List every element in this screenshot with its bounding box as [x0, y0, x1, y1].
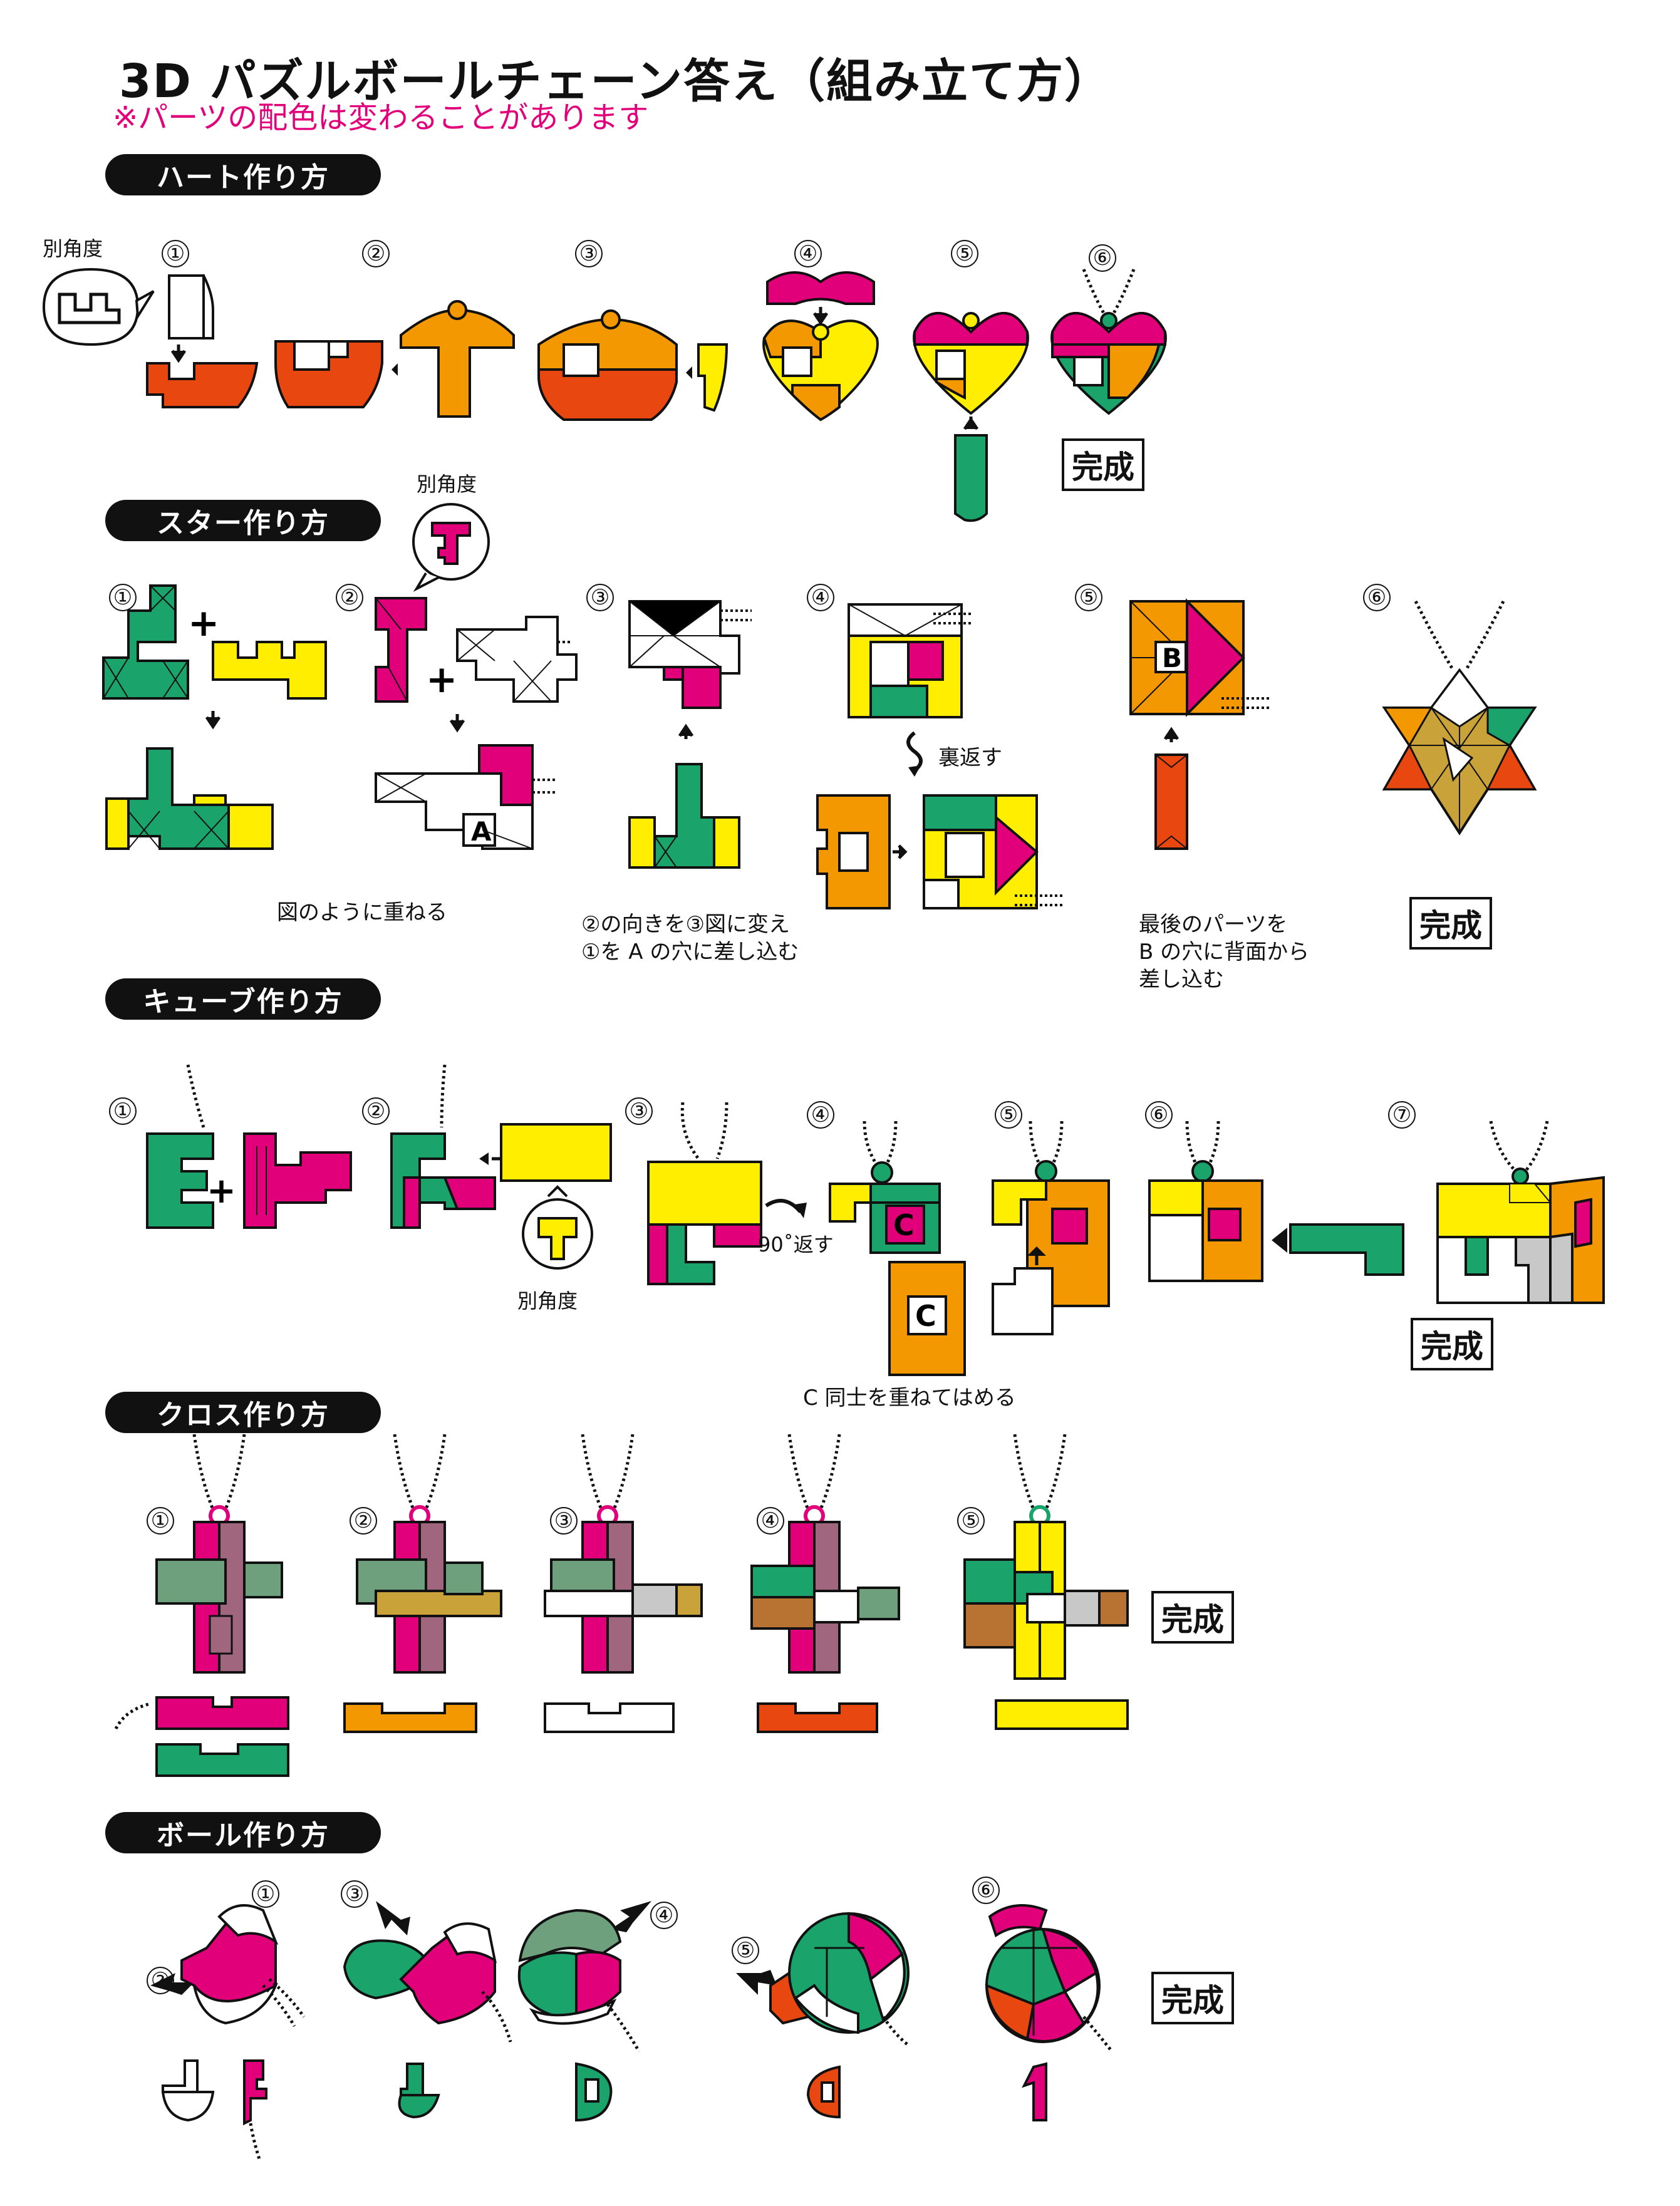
cross-step-1: ①	[147, 1507, 174, 1535]
cube-complete-label: 完成	[1411, 1318, 1493, 1370]
star-step-1-figure: +	[102, 584, 327, 850]
cross-step-4: ④	[757, 1507, 784, 1535]
cross-step-1-figure	[155, 1434, 283, 1674]
star-note-3-line2: B の穴に背面から	[1139, 940, 1310, 965]
cube-step-1: ①	[109, 1097, 137, 1125]
cube-step-4: ④	[807, 1101, 834, 1129]
ball-step-3: ③	[341, 1880, 368, 1908]
star-step-2-figure: + A	[375, 597, 578, 850]
star-step-3: ③	[586, 584, 614, 611]
ball-complete-label: 完成	[1151, 1972, 1234, 2024]
section-cross-title: クロス作り方	[105, 1392, 381, 1433]
cube-label-c-2: C	[915, 1299, 936, 1333]
star-label-a: A	[471, 816, 492, 847]
cube-step-7: ⑦	[1388, 1101, 1416, 1129]
heart-alt-angle-bubble	[42, 267, 155, 346]
cross-complete-label: 完成	[1151, 1591, 1234, 1644]
cube-label-c-1: C	[893, 1208, 915, 1242]
ball-parts-row	[161, 2059, 1047, 2162]
cube-rotate-label: 90˚返す	[758, 1233, 834, 1256]
heart-step-3-figure	[537, 309, 729, 421]
star-step-4-flipped	[816, 794, 1065, 909]
heart-step-1: ①	[162, 240, 189, 267]
ball-step-1-figure	[150, 1904, 306, 2027]
section-heart-title: ハート作り方	[105, 154, 381, 195]
star-step-6-figure	[1382, 600, 1537, 836]
cube-step-7-figure	[1436, 1121, 1605, 1304]
star-note-1: 図のように重ねる	[277, 900, 447, 925]
ball-step-1: ①	[252, 1880, 279, 1908]
section-cube-title: キューブ作り方	[105, 978, 381, 1020]
star-note-3-line3: 差し込む	[1139, 967, 1224, 992]
cube-step-5: ⑤	[995, 1101, 1022, 1129]
section-star-title: スター作り方	[105, 500, 381, 541]
ball-step-4-figure	[517, 1901, 651, 2053]
cross-step-5: ⑤	[957, 1507, 985, 1535]
heart-step-1-figure	[146, 274, 259, 408]
cube-step-6-figure	[1148, 1121, 1404, 1282]
cube-step-2: ②	[362, 1097, 390, 1125]
ball-step-5-figure	[736, 1912, 910, 2046]
heart-step-2-figure	[274, 340, 383, 408]
ball-step-5: ⑤	[732, 1937, 759, 1964]
page-title: 3D パズルボールチェーン答え（組み立て方）	[119, 54, 1112, 108]
ball-step-3-figure	[343, 1901, 512, 2043]
cross-step-4-figure	[750, 1434, 900, 1674]
heart-step-4: ④	[794, 240, 822, 267]
star-note-2-line1: ②の向きを③図に変え	[581, 912, 790, 937]
cross-step-5-figure	[963, 1434, 1129, 1680]
cube-alt-angle-label: 別角度	[517, 1289, 578, 1313]
star-flip-label: 裏返す	[938, 745, 1002, 770]
section-ball-title: ボール作り方	[105, 1812, 381, 1853]
page-subtitle: ※パーツの配色は変わることがあります	[113, 100, 649, 135]
svg-text:+: +	[188, 601, 219, 645]
star-step-5-figure: B	[1129, 598, 1272, 850]
star-note-2-line2: ①を A の穴に差し込む	[581, 940, 799, 965]
ball-step-4: ④	[650, 1902, 678, 1929]
svg-text:+: +	[426, 658, 457, 702]
cube-step-4-figure: C C	[829, 1121, 966, 1376]
star-label-b: B	[1162, 643, 1182, 673]
star-step-4: ④	[807, 584, 834, 611]
cube-rotate-arrow	[765, 1199, 807, 1218]
heart-step-4-figure	[762, 271, 879, 422]
star-note-3-line1: 最後のパーツを	[1139, 912, 1288, 937]
cube-step-5-figure	[992, 1121, 1110, 1335]
heart-step-2: ②	[362, 240, 390, 267]
cube-note: C 同士を重ねてはめる	[803, 1385, 1016, 1411]
heart-step-6: ⑥	[1089, 244, 1116, 272]
star-complete-label: 完成	[1409, 897, 1492, 950]
ball-step-6-figure	[985, 1904, 1113, 2053]
star-step-3-figure	[628, 600, 752, 869]
cube-step-1-figure: +	[146, 1064, 352, 1229]
star-step-2: ②	[336, 584, 363, 611]
ball-step-6: ⑥	[972, 1877, 1000, 1904]
cube-step-3-figure	[647, 1102, 762, 1285]
heart-alt-angle-label: 別角度	[43, 237, 103, 261]
cube-step-3: ③	[625, 1097, 653, 1125]
star-step-4-figure	[848, 603, 971, 777]
heart-step-5: ⑤	[951, 240, 978, 267]
heart-complete-label: 完成	[1062, 438, 1144, 491]
star-step-6: ⑥	[1363, 584, 1391, 611]
cross-step-3-figure	[544, 1434, 703, 1674]
heart-step-6-figure	[1050, 269, 1167, 415]
cross-step-2: ②	[350, 1507, 377, 1535]
heart-step-3: ③	[575, 240, 603, 267]
star-step-1: ①	[109, 584, 137, 611]
heart-step-5-figure	[913, 312, 1029, 522]
heart-step-2-tpiece	[391, 300, 515, 418]
cross-parts-row	[114, 1696, 1129, 1777]
cube-step-2-figure	[390, 1064, 612, 1270]
star-step-5: ⑤	[1075, 584, 1102, 611]
cross-step-3: ③	[550, 1507, 578, 1535]
cross-step-2-figure	[356, 1434, 502, 1674]
star-alt-angle-bubble	[412, 503, 490, 592]
svg-text:+: +	[207, 1171, 236, 1211]
star-alt-angle-label: 別角度	[417, 472, 477, 496]
cube-step-6: ⑥	[1145, 1101, 1173, 1129]
